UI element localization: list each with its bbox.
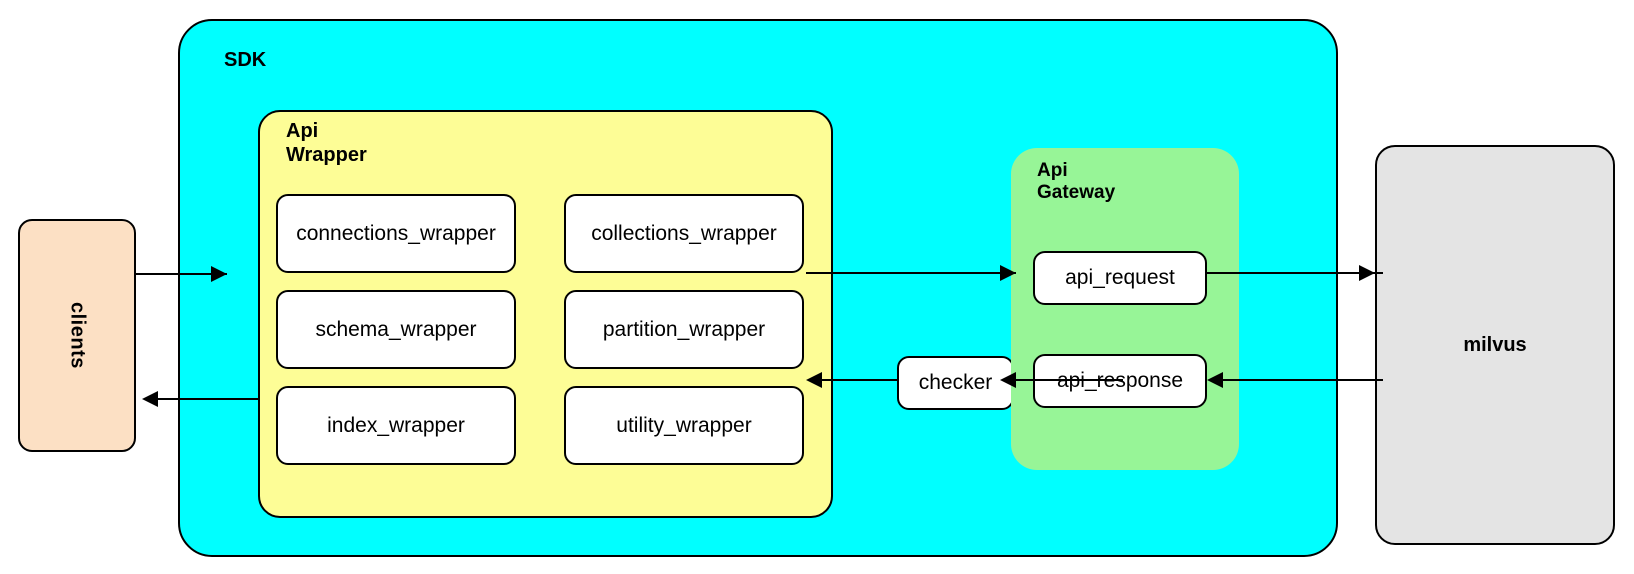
connector-api-response-to-checker (1014, 379, 1123, 381)
module-label: schema_wrapper (315, 317, 477, 341)
arrowhead-checker-to-wrapper (806, 372, 822, 388)
arrowhead-milvus-to-api-response (1207, 372, 1223, 388)
api-response-label: api_response (1056, 369, 1184, 392)
arrowhead-api-response-to-checker (1000, 372, 1016, 388)
checker-node[interactable]: checker (897, 356, 1014, 410)
api-wrapper-label: Api Wrapper (286, 120, 367, 166)
connector-clients-to-wrapper (136, 273, 227, 275)
milvus-node[interactable]: milvus (1375, 145, 1615, 545)
module-collections-wrapper[interactable]: collections_wrapper (564, 194, 804, 273)
connector-wrapper-to-api-request (806, 272, 1016, 274)
arrowhead-api-request-to-milvus (1359, 265, 1375, 281)
api-request-node[interactable]: api_request (1033, 251, 1207, 305)
module-utility-wrapper[interactable]: utility_wrapper (564, 386, 804, 465)
module-partition-wrapper[interactable]: partition_wrapper (564, 290, 804, 369)
clients-node[interactable]: clients (18, 219, 136, 452)
api-response-node[interactable]: api_response (1033, 354, 1207, 408)
milvus-label: milvus (1463, 333, 1527, 356)
module-schema-wrapper[interactable]: schema_wrapper (276, 290, 516, 369)
module-label: partition_wrapper (602, 317, 766, 341)
module-index-wrapper[interactable]: index_wrapper (276, 386, 516, 465)
connector-milvus-to-api-response (1223, 379, 1383, 381)
api-request-label: api_request (1065, 266, 1175, 289)
connector-checker-to-wrapper (821, 379, 899, 381)
arrowhead-wrapper-to-clients (142, 391, 158, 407)
clients-label: clients (66, 302, 89, 369)
module-label: connections_wrapper (296, 221, 496, 245)
module-label: collections_wrapper (591, 221, 777, 245)
api-gateway-label: Api Gateway (1037, 160, 1116, 204)
module-label: index_wrapper (327, 413, 465, 437)
module-label: utility_wrapper (616, 413, 752, 437)
connector-api-request-to-milvus (1207, 272, 1383, 274)
api-gateway-container[interactable]: Api Gateway (1011, 148, 1239, 470)
module-connections-wrapper[interactable]: connections_wrapper (276, 194, 516, 273)
checker-label: checker (918, 371, 993, 394)
sdk-label: SDK (224, 49, 267, 71)
arrowhead-wrapper-to-api-request (1000, 265, 1016, 281)
connector-wrapper-to-clients (158, 398, 258, 400)
arrowhead-clients-to-wrapper (211, 266, 227, 282)
